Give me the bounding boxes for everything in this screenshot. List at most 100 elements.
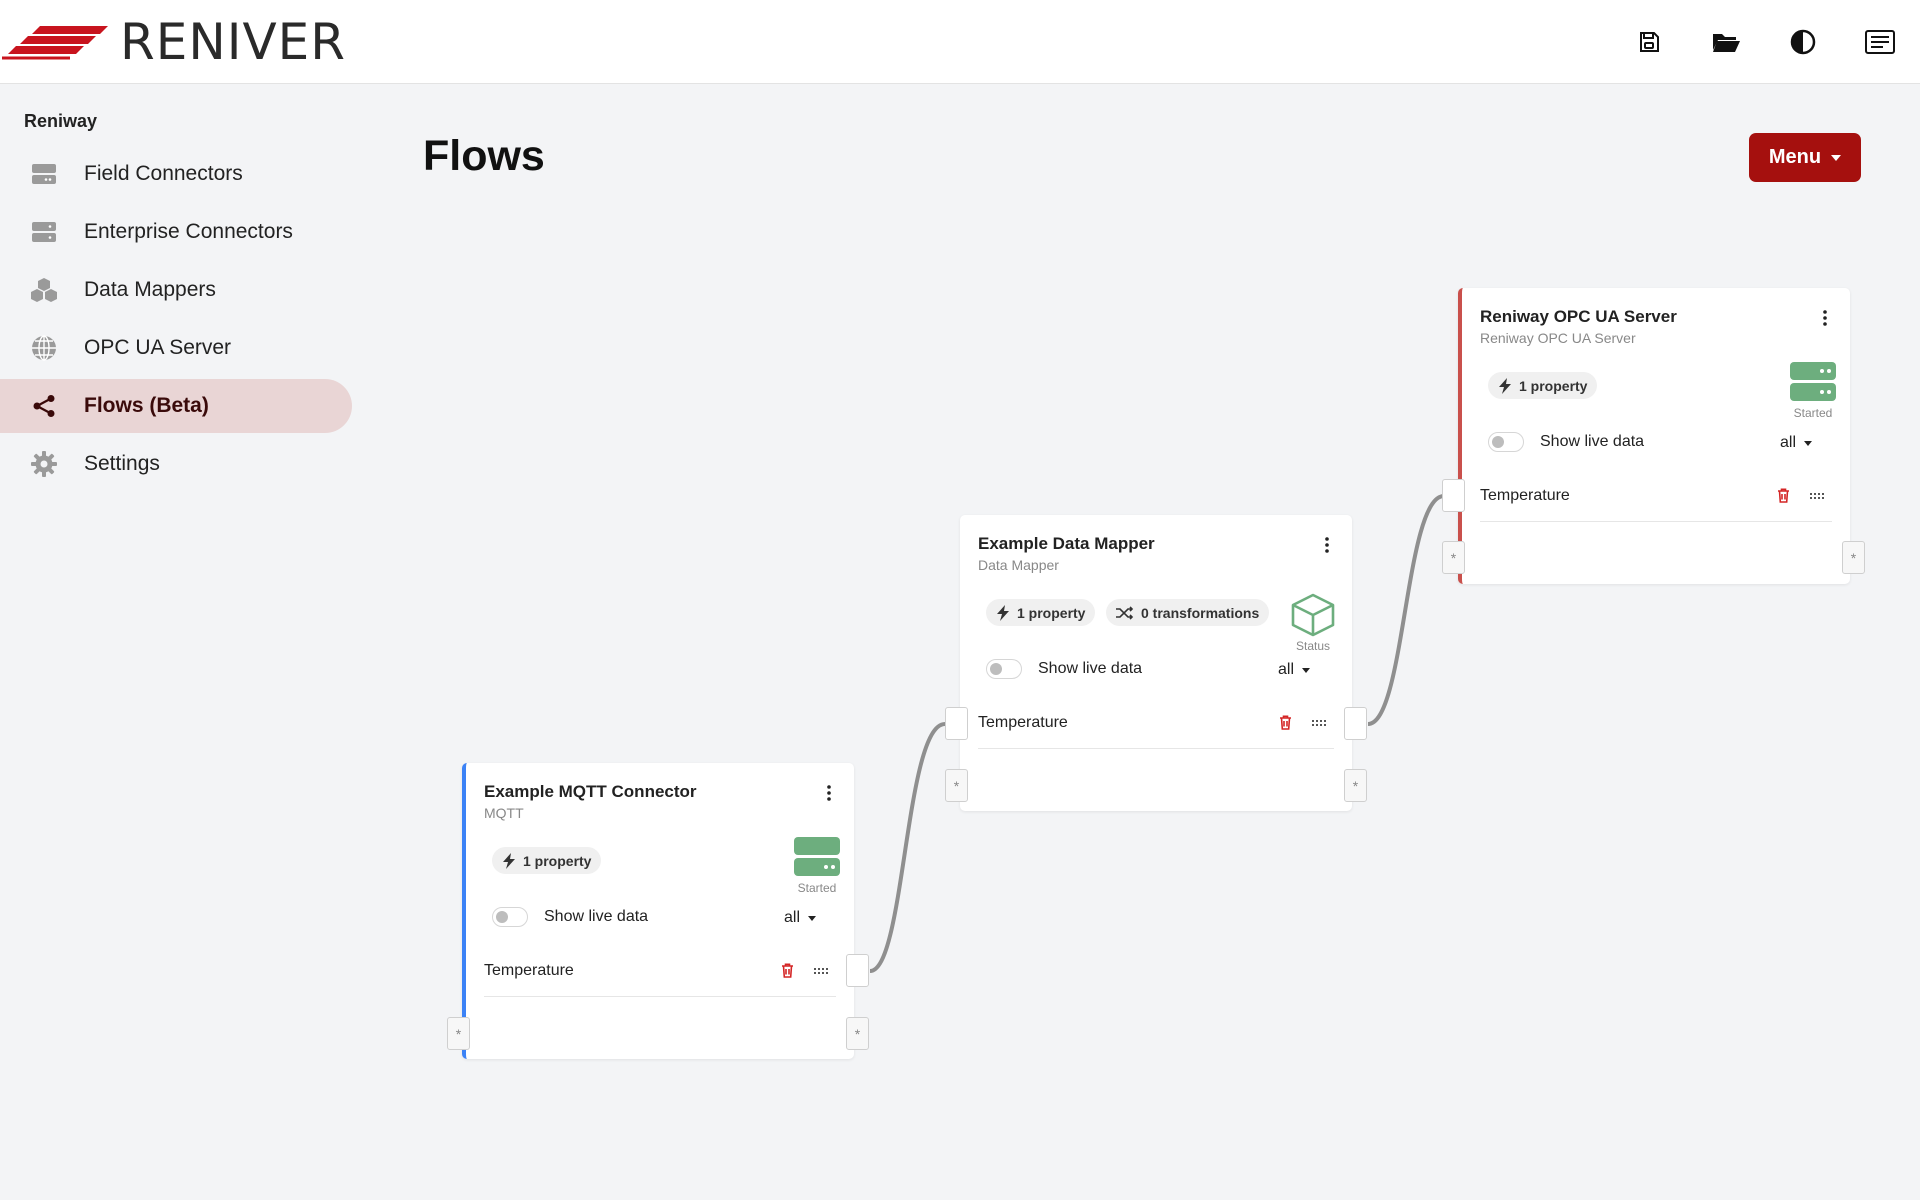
property-count-text: 1 property bbox=[523, 852, 592, 869]
property-name: Temperature bbox=[484, 961, 574, 979]
sidebar-item-label: Enterprise Connectors bbox=[84, 220, 293, 243]
top-bar: RENIVER bbox=[0, 0, 1920, 84]
drag-handle[interactable] bbox=[814, 967, 828, 974]
kebab-icon bbox=[827, 785, 831, 801]
node-title: Example Data Mapper bbox=[978, 534, 1155, 553]
drag-handle-icon bbox=[1810, 492, 1824, 499]
sidebar-item-label: OPC UA Server bbox=[84, 336, 232, 359]
node-options-button[interactable] bbox=[824, 783, 834, 803]
node-subtitle: MQTT bbox=[484, 805, 524, 821]
flow-node-data-mapper[interactable]: Example Data Mapper Data Mapper 1 proper… bbox=[960, 515, 1352, 811]
mapper-wildcard-output-port[interactable]: * bbox=[1344, 769, 1367, 802]
live-data-toggle[interactable] bbox=[1488, 432, 1524, 452]
sidebar-group-label: Reniway bbox=[24, 111, 98, 131]
server-started-icon bbox=[1790, 362, 1836, 401]
property-count-badge: 1 property bbox=[986, 599, 1096, 626]
filter-value: all bbox=[784, 909, 801, 926]
property-count-badge: 1 property bbox=[1488, 372, 1598, 399]
live-data-toggle[interactable] bbox=[492, 907, 528, 927]
status-text: Status bbox=[1295, 639, 1331, 653]
live-data-label: Show live data bbox=[544, 908, 649, 925]
sidebar-item-label: Data Mappers bbox=[84, 278, 216, 301]
opc-wildcard-output-port[interactable]: * bbox=[1842, 541, 1865, 574]
drag-handle[interactable] bbox=[1312, 719, 1326, 726]
status-text: Started bbox=[797, 881, 837, 895]
mapper-temperature-input-port[interactable] bbox=[945, 707, 968, 740]
bolt-icon bbox=[1498, 377, 1512, 394]
property-count-text: 1 property bbox=[1017, 604, 1086, 621]
mqtt-wildcard-input-port[interactable]: * bbox=[447, 1017, 470, 1050]
transformations-text: 0 transformations bbox=[1141, 604, 1260, 621]
gear-icon bbox=[30, 450, 58, 478]
boxes-icon bbox=[30, 276, 58, 304]
open-button[interactable] bbox=[1706, 22, 1746, 62]
node-subtitle: Reniway OPC UA Server bbox=[1480, 330, 1636, 346]
reniver-logo-icon bbox=[2, 26, 108, 60]
connection-mapper-to-opc bbox=[1367, 494, 1445, 726]
sidebar-item-settings[interactable]: Settings bbox=[0, 437, 352, 491]
contrast-icon bbox=[1790, 29, 1816, 55]
menu-button[interactable]: Menu bbox=[1749, 133, 1861, 182]
bolt-icon bbox=[996, 604, 1010, 621]
property-count-text: 1 property bbox=[1519, 377, 1588, 394]
top-toolbar bbox=[1629, 22, 1920, 62]
sidebar-item-flows[interactable]: Flows (Beta) bbox=[0, 379, 352, 433]
live-data-toggle[interactable] bbox=[986, 659, 1022, 679]
node-options-button[interactable] bbox=[1820, 308, 1830, 328]
server-icon bbox=[30, 218, 58, 246]
bolt-icon bbox=[502, 852, 516, 869]
property-row: Temperature bbox=[978, 697, 1334, 749]
filter-select[interactable]: all bbox=[1278, 661, 1311, 679]
live-data-label: Show live data bbox=[1038, 660, 1143, 677]
opc-temperature-input-port[interactable] bbox=[1442, 479, 1465, 512]
trash-icon bbox=[1778, 488, 1789, 503]
drag-handle[interactable] bbox=[1810, 492, 1824, 499]
sidebar-item-label: Settings bbox=[84, 452, 160, 475]
node-subtitle: Data Mapper bbox=[978, 557, 1059, 573]
node-options-button[interactable] bbox=[1322, 535, 1332, 555]
save-button[interactable] bbox=[1629, 22, 1669, 62]
sidebar-item-label: Field Connectors bbox=[84, 162, 243, 185]
filter-value: all bbox=[1278, 661, 1295, 678]
filter-value: all bbox=[1780, 434, 1797, 451]
status-text: Started bbox=[1793, 406, 1833, 420]
property-name: Temperature bbox=[1480, 486, 1570, 504]
mapper-wildcard-input-port[interactable]: * bbox=[945, 769, 968, 802]
mqtt-temperature-output-port[interactable] bbox=[846, 954, 869, 987]
theme-toggle-button[interactable] bbox=[1783, 22, 1823, 62]
brand-name: RENIVER bbox=[120, 13, 347, 71]
node-title: Example MQTT Connector bbox=[484, 782, 697, 801]
flow-node-mqtt-connector[interactable]: Example MQTT Connector MQTT 1 property S… bbox=[462, 763, 854, 1059]
mqtt-wildcard-output-port[interactable]: * bbox=[846, 1017, 869, 1050]
notes-button[interactable] bbox=[1860, 22, 1900, 62]
flow-node-opc-ua-server[interactable]: Reniway OPC UA Server Reniway OPC UA Ser… bbox=[1458, 288, 1850, 584]
shuffle-icon bbox=[1116, 605, 1134, 620]
trash-icon bbox=[1280, 715, 1291, 730]
menu-button-label: Menu bbox=[1768, 146, 1822, 168]
drag-handle-icon bbox=[1312, 719, 1326, 726]
caret-down-icon bbox=[1831, 154, 1842, 161]
live-data-row: Show live data bbox=[986, 659, 1142, 679]
caret-down-icon bbox=[1804, 440, 1813, 446]
sidebar-item-field-connectors[interactable]: Field Connectors bbox=[0, 147, 352, 201]
property-name: Temperature bbox=[978, 713, 1068, 731]
sidebar-item-data-mappers[interactable]: Data Mappers bbox=[0, 263, 352, 317]
delete-property-button[interactable] bbox=[1777, 488, 1790, 503]
sidebar-item-enterprise-connectors[interactable]: Enterprise Connectors bbox=[0, 205, 352, 259]
property-row: Temperature bbox=[484, 945, 836, 997]
reniver-logo[interactable]: RENIVER bbox=[0, 13, 347, 71]
drag-handle-icon bbox=[814, 967, 828, 974]
filter-select[interactable]: all bbox=[784, 909, 817, 927]
property-row: Temperature bbox=[1480, 470, 1832, 522]
server-icon bbox=[30, 160, 58, 188]
mapper-temperature-output-port[interactable] bbox=[1344, 707, 1367, 740]
opc-wildcard-input-port[interactable]: * bbox=[1442, 541, 1465, 574]
kebab-icon bbox=[1325, 537, 1329, 553]
filter-select[interactable]: all bbox=[1780, 434, 1813, 452]
sidebar-item-opc-ua-server[interactable]: OPC UA Server bbox=[0, 321, 352, 375]
delete-property-button[interactable] bbox=[781, 963, 794, 978]
folder-open-icon bbox=[1713, 34, 1740, 52]
page-title: Flows bbox=[423, 132, 545, 180]
notes-icon bbox=[1865, 30, 1895, 54]
delete-property-button[interactable] bbox=[1279, 715, 1292, 730]
